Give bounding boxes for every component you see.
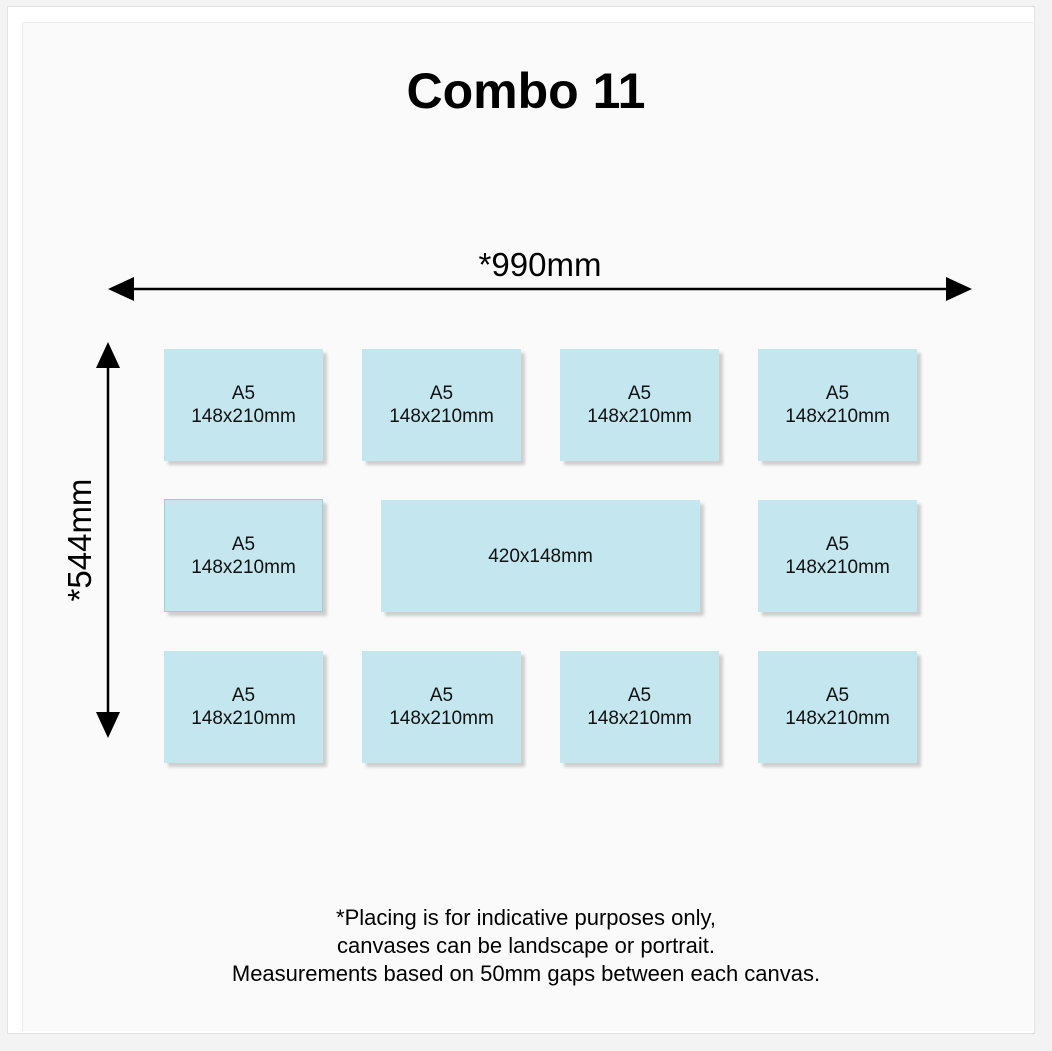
canvas-size: 148x210mm: [587, 708, 692, 729]
height-arrow: [96, 342, 120, 738]
canvas-r3-c4: A5 148x210mm: [758, 651, 917, 763]
canvas-size: 148x210mm: [785, 557, 890, 578]
canvas-name: A5: [825, 383, 850, 404]
canvas-size: 148x210mm: [191, 708, 296, 729]
canvas-size: 148x210mm: [191, 556, 296, 578]
canvas-size: 148x210mm: [389, 708, 494, 729]
footnote: *Placing is for indicative purposes only…: [0, 904, 1052, 988]
canvas-size: 148x210mm: [587, 406, 692, 427]
canvas-size: 420x148mm: [488, 545, 593, 567]
page-title: Combo 11: [406, 63, 646, 119]
canvas-r1-c3: A5 148x210mm: [560, 349, 719, 461]
canvas-r1-c1: A5 148x210mm: [164, 349, 323, 461]
canvas-r3-c2: A5 148x210mm: [362, 651, 521, 763]
canvas-r2-c1: A5 148x210mm: [164, 499, 323, 612]
canvas-name: A5: [231, 383, 256, 404]
canvas-r1-c2: A5 148x210mm: [362, 349, 521, 461]
width-dimension-label: *990mm: [478, 246, 602, 283]
canvas-name: A5: [825, 685, 850, 706]
canvas-r3-c1: A5 148x210mm: [164, 651, 323, 763]
height-dimension-label: *544mm: [61, 478, 98, 602]
canvas-size: 148x210mm: [191, 406, 296, 427]
footnote-line-2: canvases can be landscape or portrait.: [337, 933, 715, 958]
canvas-name: A5: [231, 685, 256, 706]
width-arrow: [108, 277, 972, 301]
canvas-name: A5: [429, 685, 454, 706]
canvas-name: A5: [627, 383, 652, 404]
canvas-r1-c4: A5 148x210mm: [758, 349, 917, 461]
canvas-r3-c3: A5 148x210mm: [560, 651, 719, 763]
canvas-name: A5: [627, 685, 652, 706]
footnote-line-3: Measurements based on 50mm gaps between …: [231, 961, 821, 986]
canvas-name: A5: [231, 533, 256, 555]
canvas-r2-wide: 420x148mm: [381, 500, 700, 612]
canvas-size: 148x210mm: [785, 708, 890, 729]
canvas-name: A5: [825, 534, 850, 555]
canvas-size: 148x210mm: [389, 406, 494, 427]
canvas-name: A5: [429, 383, 454, 404]
footnote-line-1: *Placing is for indicative purposes only…: [336, 905, 716, 930]
canvas-size: 148x210mm: [785, 406, 890, 427]
canvas-r2-c4: A5 148x210mm: [758, 500, 917, 612]
